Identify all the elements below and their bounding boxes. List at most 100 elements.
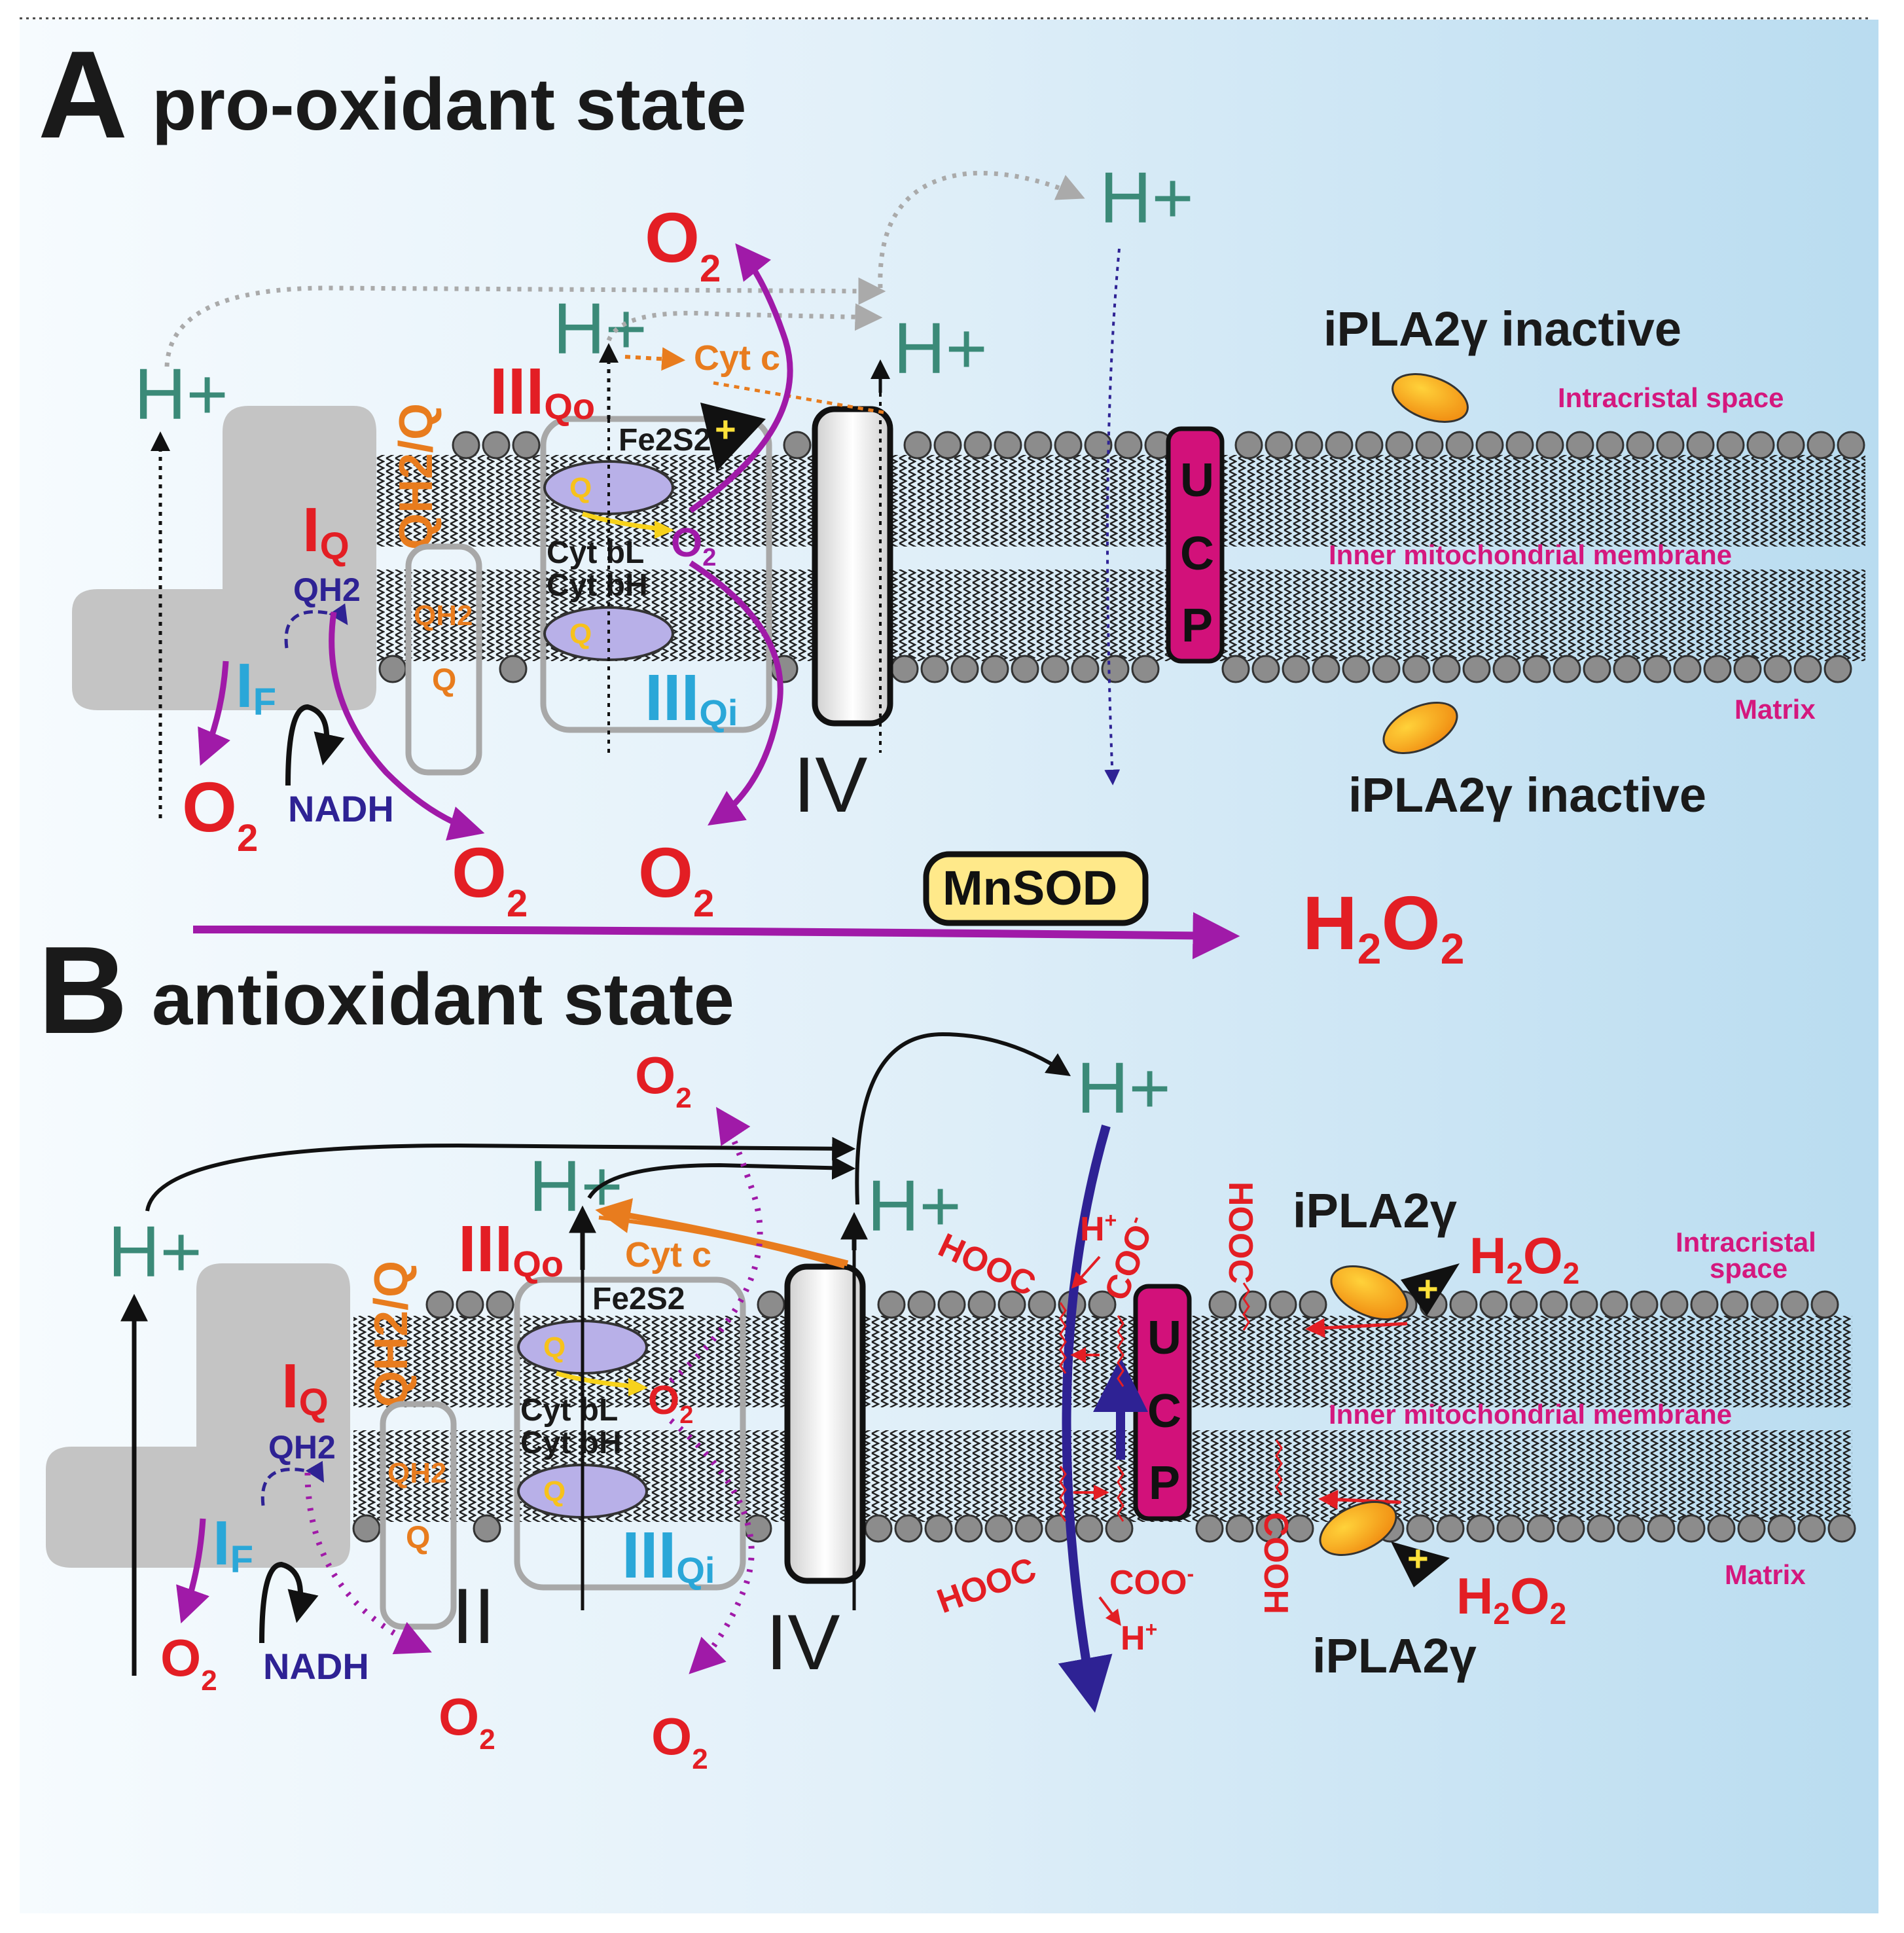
lipid-head bbox=[1028, 1290, 1056, 1319]
lipid-head bbox=[1255, 1514, 1284, 1543]
lipid-head bbox=[482, 431, 511, 460]
lipid-head bbox=[1475, 431, 1504, 460]
lipid-head bbox=[1445, 431, 1474, 460]
lipid-head bbox=[1673, 655, 1702, 683]
proton-arc-2-b bbox=[587, 1156, 856, 1199]
complex-i-f-label-b: IF bbox=[213, 1508, 253, 1581]
q-to-o2-yellow-arrow-b bbox=[556, 1371, 636, 1389]
lipid-head bbox=[1342, 655, 1371, 683]
lipid-head bbox=[1462, 655, 1491, 683]
inner-membrane-label-b: Inner mitochondrial membrane bbox=[1329, 1399, 1732, 1430]
lipid-head bbox=[1268, 1290, 1297, 1319]
lipid-head bbox=[1041, 655, 1069, 683]
lipid-head bbox=[1750, 1290, 1779, 1319]
lipid-head bbox=[499, 655, 528, 683]
lipid-head bbox=[1054, 431, 1083, 460]
lipid-head bbox=[1660, 1290, 1689, 1319]
lipid-head bbox=[1406, 1514, 1435, 1543]
lipid-head bbox=[1566, 431, 1594, 460]
lipid-head bbox=[950, 655, 979, 683]
ipla2-enzyme-top-b bbox=[1330, 1265, 1409, 1320]
intracristal-label-b-1: Intracristal bbox=[1676, 1227, 1816, 1257]
lipid-head bbox=[1492, 655, 1521, 683]
coo-bottom-label-b: COO- bbox=[1109, 1562, 1194, 1602]
complex-ii-q-a: Q bbox=[432, 663, 456, 698]
charge-plus-a: + bbox=[715, 408, 736, 450]
lipid-head bbox=[1299, 1290, 1327, 1319]
fa-tail-2-b bbox=[1117, 1315, 1124, 1387]
lipid-head bbox=[1208, 1290, 1237, 1319]
complex-ii-qh2-b: QH2 bbox=[387, 1457, 446, 1489]
qh2q-vertical-label-a: QH2/Q bbox=[390, 403, 442, 550]
cyt-c-orange-arrow-b bbox=[595, 1198, 849, 1267]
lipid-head bbox=[1402, 655, 1431, 683]
lipid-head bbox=[1466, 1514, 1495, 1543]
complex-iii-qo-label-a: IIIQo bbox=[490, 355, 595, 428]
lipid-head bbox=[1737, 1514, 1766, 1543]
lipid-head bbox=[1733, 655, 1762, 683]
charge-triangle-top-b bbox=[1401, 1263, 1460, 1316]
cyt-c-to-iv-dotted-a bbox=[713, 381, 884, 414]
proton-left-a: H+ bbox=[134, 354, 228, 435]
complex-i-shape-b bbox=[46, 1263, 350, 1568]
lipid-head bbox=[997, 1290, 1026, 1319]
lipid-head bbox=[1596, 431, 1625, 460]
lipid-head bbox=[907, 1290, 936, 1319]
complex-iii-box-a bbox=[540, 416, 772, 733]
charge-plus-top-b: + bbox=[1417, 1268, 1439, 1309]
inner-membrane-label-a: Inner mitochondrial membrane bbox=[1329, 539, 1732, 570]
lipid-head bbox=[1105, 1514, 1134, 1543]
superoxide-arrow-if-b bbox=[176, 1518, 209, 1624]
complex-iv-cylinder-a bbox=[812, 406, 893, 727]
lipid-head bbox=[1114, 431, 1143, 460]
nadh-arrow-b bbox=[259, 1561, 319, 1644]
lipid-head bbox=[1677, 1514, 1706, 1543]
lipid-head bbox=[1806, 431, 1835, 460]
lipid-head bbox=[1767, 1514, 1796, 1543]
panel-b: B antioxidant state IQ IF QH2 QH2/Q QH2 … bbox=[38, 921, 1856, 1775]
complex-i-f-label-a: IF bbox=[236, 651, 276, 723]
superoxide-arrow-if-a bbox=[198, 660, 230, 766]
lipid-head bbox=[920, 655, 949, 683]
lipid-head bbox=[1536, 431, 1564, 460]
proton-leak-dotted-arrow-a bbox=[1104, 248, 1121, 786]
lipid-head bbox=[1707, 1514, 1736, 1543]
complex-iii-qi-label-a: IIIQi bbox=[645, 661, 738, 734]
complex-iv-label-a: IV bbox=[793, 741, 867, 829]
lipid-head bbox=[1522, 655, 1551, 683]
lipid-head bbox=[1643, 655, 1672, 683]
figure-background bbox=[20, 20, 1878, 1913]
lipid-head bbox=[1071, 655, 1100, 683]
lipid-head bbox=[1265, 431, 1293, 460]
lipid-head bbox=[1690, 1290, 1719, 1319]
lipid-head bbox=[456, 1290, 484, 1319]
fa-tail-1-b bbox=[1059, 1302, 1067, 1374]
nadh-label-b: NADH bbox=[263, 1646, 369, 1687]
lipid-head bbox=[1780, 1290, 1809, 1319]
lipid-head bbox=[937, 1290, 966, 1319]
lipid-head bbox=[1776, 431, 1805, 460]
lipid-head bbox=[757, 1290, 785, 1319]
lipid-head bbox=[452, 431, 480, 460]
lipid-head bbox=[378, 655, 407, 683]
matrix-label-b: Matrix bbox=[1725, 1559, 1806, 1590]
panel-b-title: antioxidant state bbox=[152, 958, 734, 1040]
ucp-letter-c-b: C bbox=[1147, 1385, 1181, 1437]
lipid-head bbox=[1088, 1290, 1117, 1319]
mnsod-arrow-a bbox=[192, 912, 1240, 960]
lipid-head bbox=[1285, 1514, 1314, 1543]
lipid-head bbox=[1630, 1290, 1659, 1319]
lipid-head bbox=[1195, 1514, 1224, 1543]
lipid-head bbox=[1312, 655, 1340, 683]
complex-ii-qh2-a: QH2 bbox=[414, 600, 473, 632]
matrix-label-a: Matrix bbox=[1734, 694, 1816, 725]
lipid-head bbox=[1505, 431, 1534, 460]
lipid-head bbox=[1251, 655, 1280, 683]
ipla2-enzyme-bottom-a bbox=[1382, 701, 1458, 755]
lipid-head bbox=[1526, 1514, 1555, 1543]
qh2-cycle-arrow-b bbox=[260, 1460, 325, 1506]
ucp-letter-c-a: C bbox=[1180, 528, 1214, 580]
lipid-head bbox=[1496, 1514, 1525, 1543]
lipid-head bbox=[954, 1514, 983, 1543]
